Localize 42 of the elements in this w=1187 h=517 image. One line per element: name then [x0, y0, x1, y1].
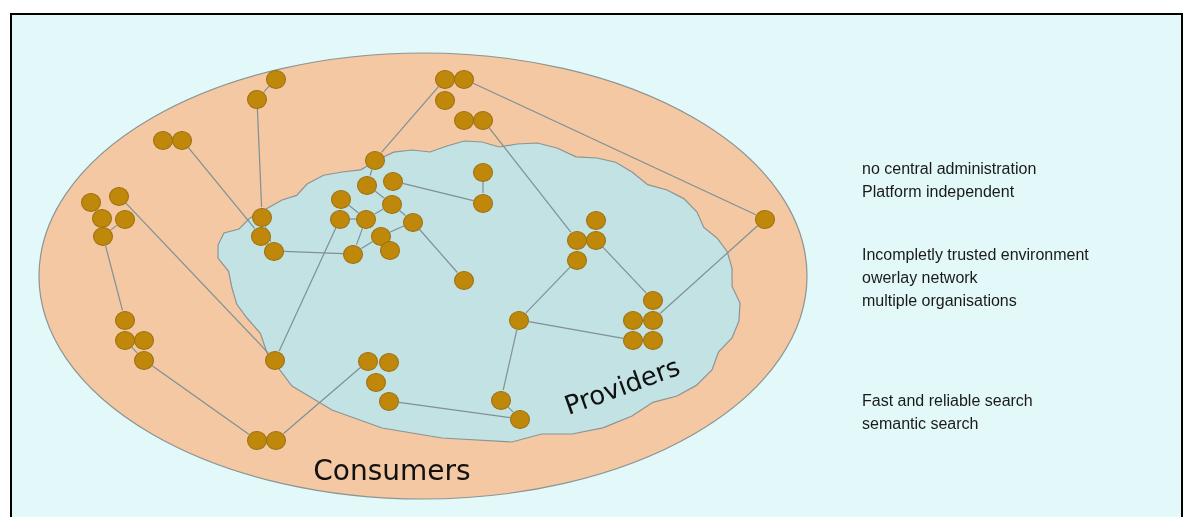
- note-text: Platform independent: [862, 183, 1015, 201]
- connector-line: [355, 227, 364, 246]
- connector-line: [283, 250, 344, 255]
- note-text: owerlay network: [862, 269, 978, 287]
- connector-line: [283, 366, 361, 435]
- connector-line: [528, 321, 624, 339]
- connector-line: [488, 127, 572, 233]
- connector-line: [369, 168, 373, 177]
- connector-line: [187, 147, 256, 229]
- connector-line: [507, 406, 514, 413]
- connector-line: [419, 228, 458, 274]
- connector-line: [348, 204, 359, 214]
- connector-line: [263, 85, 270, 93]
- note-text: Fast and reliable search: [862, 392, 1033, 410]
- connector-line: [374, 208, 384, 215]
- connector-line: [374, 190, 385, 199]
- region-label: Consumers: [313, 453, 471, 487]
- connector-line: [125, 202, 269, 354]
- connector-line: [104, 245, 124, 311]
- connector-line: [360, 240, 374, 250]
- connector-line: [659, 225, 759, 314]
- connector-line: [502, 329, 518, 391]
- connector-line: [389, 225, 405, 233]
- connector-line: [482, 181, 484, 194]
- connector-line: [399, 209, 406, 217]
- connector-line: [472, 82, 757, 216]
- connector-line: [256, 108, 263, 208]
- connector-line: [398, 401, 511, 419]
- connector-line: [402, 182, 474, 202]
- note-text: multiple organisations: [862, 292, 1017, 310]
- connector-line: [349, 218, 357, 220]
- note-text: Incompletly trusted environment: [862, 246, 1089, 264]
- connector-line: [602, 246, 647, 294]
- note-text: semantic search: [862, 415, 979, 433]
- connector-line: [151, 365, 250, 435]
- consumer-region-ellipse: [38, 52, 808, 500]
- connector-line: [131, 346, 138, 354]
- connector-line: [380, 86, 440, 153]
- note-text: no central administration: [862, 160, 1037, 178]
- connector-line: [110, 224, 118, 231]
- connector-line: [278, 227, 337, 352]
- connector-line: [525, 266, 571, 314]
